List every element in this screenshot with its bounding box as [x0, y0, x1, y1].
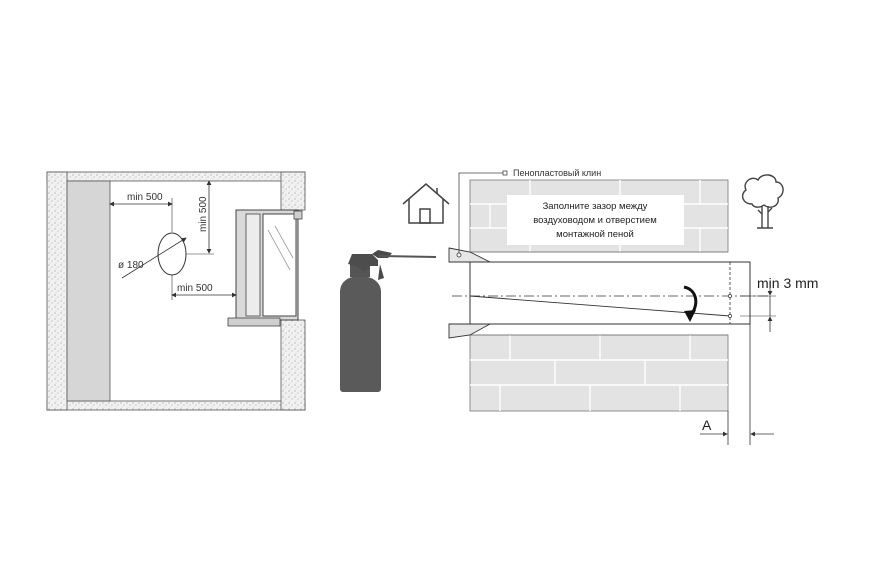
wedge-callout-line [458, 172, 503, 253]
wall-right-upper [280, 171, 306, 211]
wall-lower [469, 334, 729, 412]
diameter-label: ø 180 [118, 260, 144, 271]
gap-label: A [702, 417, 712, 433]
room-plan: ø 180 min 500 min 500 min 500 [46, 171, 306, 411]
wall-bottom [46, 400, 306, 411]
foam-wedge-bottom [448, 323, 491, 339]
duct-opening [157, 232, 187, 276]
slope-label: min 3 mm [757, 275, 818, 291]
wall-top [46, 171, 306, 182]
diameter-line [121, 237, 187, 279]
dim-vertical-label: min 500 [198, 196, 209, 232]
tree-icon [741, 174, 784, 229]
wedge-label: Пенопластовый клин [513, 168, 601, 178]
instruction-line-1: Заполните зазор между [543, 201, 648, 212]
dim-bottom-label: min 500 [177, 283, 213, 294]
instruction-line-3: монтажной пеной [556, 229, 634, 240]
instruction-box [507, 195, 684, 245]
wall-section: Заполните зазор между воздуховодом и отв… [448, 168, 818, 445]
spray-can-icon [340, 250, 437, 392]
dim-top-label: min 500 [127, 192, 163, 203]
wall-right-lower [280, 319, 306, 411]
house-icon [402, 183, 450, 224]
window-frame [227, 209, 303, 327]
wall-left [46, 171, 68, 411]
inner-column [66, 180, 111, 402]
instruction-line-2: воздуховодом и отверстием [533, 215, 657, 226]
